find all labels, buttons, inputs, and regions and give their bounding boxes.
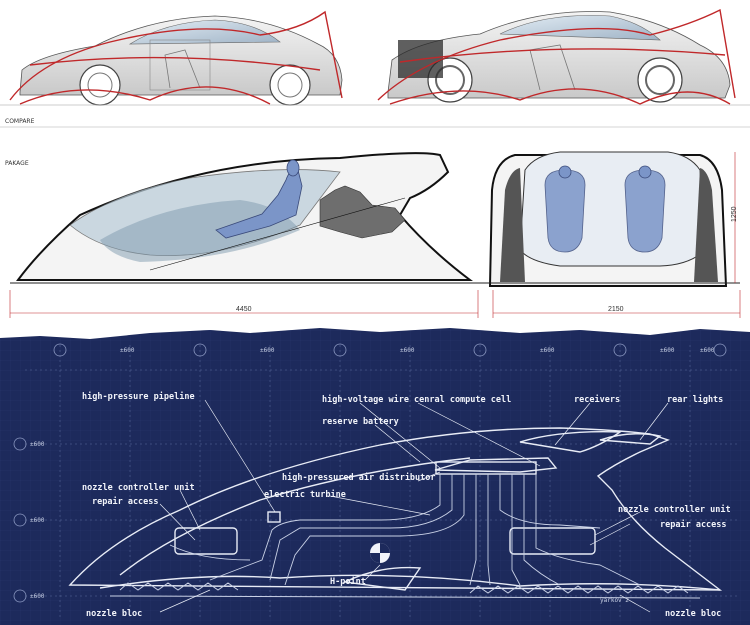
label-electric-turbine: electric turbine [264,489,346,500]
label-nozzle-controller-left: nozzle controller unit [82,482,195,493]
label-air-distributor: high-pressured air distributor [282,472,436,483]
h-point-icon [370,543,390,563]
grid-mark-7: ±600 [30,517,45,524]
blueprint-vehicle [68,427,723,591]
signature: yarkov 2 [600,597,629,604]
label-receivers: receivers [574,394,620,405]
blueprint-pipelines [169,474,641,586]
length-dimension: 4450 [236,306,252,313]
package-side-view [10,152,480,284]
grid-mark-9: ±600 [700,347,715,354]
label-high-pressure-pipeline: high-pressure pipeline [82,391,195,402]
compare-section: COMPARE [0,8,750,128]
label-high-voltage-wire: high-voltage wire [322,394,409,405]
label-nozzle-bloc-left: nozzle bloc [86,609,142,619]
grid-mark-1: ±600 [120,347,135,354]
label-nozzle-controller-right: nozzle controller unit [618,504,731,515]
grid-mark-8: ±600 [30,593,45,600]
blueprint-grid-lines [25,345,740,620]
package-front-view: 1250 [480,151,740,287]
grid-mark-6: ±600 [30,441,45,448]
label-rear-lights: rear lights [667,394,723,405]
blueprint-section: ±600 ±600 ±600 ±600 ±600 ±600 ±600 ±600 … [0,328,750,625]
package-label: PAKAGE [5,160,29,167]
grid-mark-2: ±600 [260,347,275,354]
blueprint-leader-lines [159,399,669,613]
compare-label: COMPARE [5,118,35,125]
compare-red-profile [9,8,736,105]
label-repair-access-left: repair access [92,496,159,507]
grid-mark-5: ±600 [660,347,675,354]
label-central-compute-cell: cenral compute cell [414,395,511,405]
label-repair-access-right: repair access [660,519,727,530]
grid-markers [13,343,727,603]
label-h-point: H-point [330,576,366,587]
width-dimension: 2150 [608,306,624,313]
height-dimension: 1250 [731,206,738,222]
package-section: PAKAGE 1250 [5,151,741,318]
grid-mark-4: ±600 [540,347,555,354]
label-reserve-battery: reserve battery [322,417,399,427]
grid-mark-3: ±600 [400,347,415,354]
compare-car-left [19,15,343,106]
nozzle-bloc-rows [109,582,701,599]
dimension-lines [9,290,741,318]
label-nozzle-bloc-right: nozzle bloc [665,609,721,619]
